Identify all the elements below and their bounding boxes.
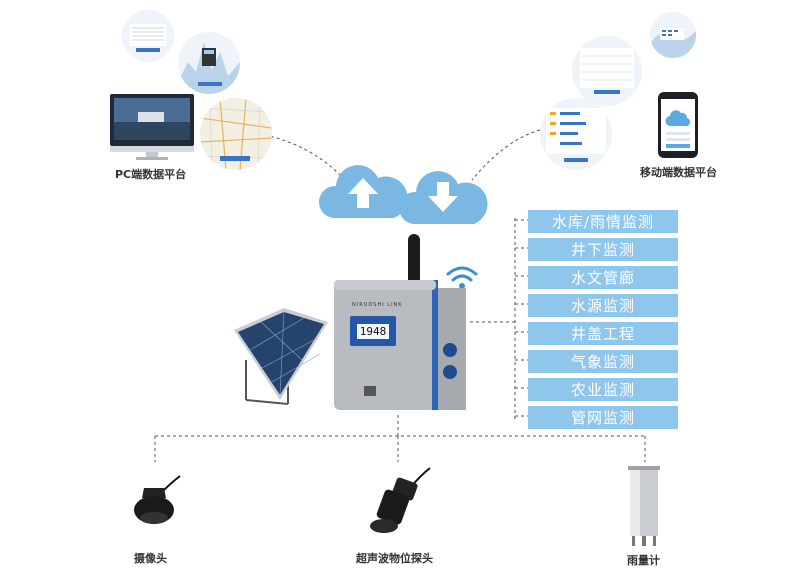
device-brand-label: NIRUOSHI LINK	[352, 302, 403, 308]
pc-platform-label: PC端数据平台	[115, 168, 187, 181]
app-item-pipeline: 管网监测	[528, 406, 678, 429]
pc-bubble-map	[200, 98, 272, 170]
app-item-agriculture: 农业监测	[528, 378, 678, 401]
mobile-bubble-query	[572, 36, 642, 106]
mobile-phone-icon	[658, 92, 698, 158]
wifi-signal-icon	[446, 266, 478, 289]
app-item-manhole: 井盖工程	[528, 322, 678, 345]
pc-to-cloud-line	[264, 134, 341, 176]
antenna-icon	[408, 234, 420, 288]
app-item-underground: 井下监测	[528, 238, 678, 261]
camera-icon	[134, 475, 181, 524]
application-list: 水库/雨情监测 井下监测 水文管廊 水源监测 井盖工程 气象监测 农业监测 管网…	[528, 210, 678, 434]
pc-bubble-analysis	[178, 32, 240, 94]
ultrasonic-probe-icon	[370, 467, 431, 533]
device-display-value: 1948	[356, 323, 390, 339]
app-item-utility-tunnel: 水文管廊	[528, 266, 678, 289]
cloud-download-icon	[398, 171, 488, 224]
app-item-weather: 气象监测	[528, 350, 678, 373]
app-item-water-source: 水源监测	[528, 294, 678, 317]
cloud-upload-icon	[318, 165, 408, 218]
rain-gauge-icon	[628, 466, 660, 546]
device-screen: 1948	[350, 316, 396, 346]
solar-panel-icon	[234, 308, 328, 405]
sensor-label-ultrasonic: 超声波物位探头	[356, 552, 433, 565]
sensor-label-rain-gauge: 雨量计	[627, 554, 660, 567]
app-item-reservoir: 水库/雨情监测	[528, 210, 678, 233]
rtu-device: NIRUOSHI LINK 1948	[330, 274, 470, 418]
mobile-platform-label: 移动端数据平台	[640, 166, 717, 179]
mobile-to-cloud-line	[471, 129, 541, 181]
sensor-label-camera: 摄像头	[134, 552, 167, 565]
mobile-bubble-realtime	[540, 98, 612, 170]
pc-bubble-history	[122, 10, 174, 62]
pc-monitor-icon	[110, 94, 194, 160]
mobile-bubble-analysis	[650, 12, 696, 58]
